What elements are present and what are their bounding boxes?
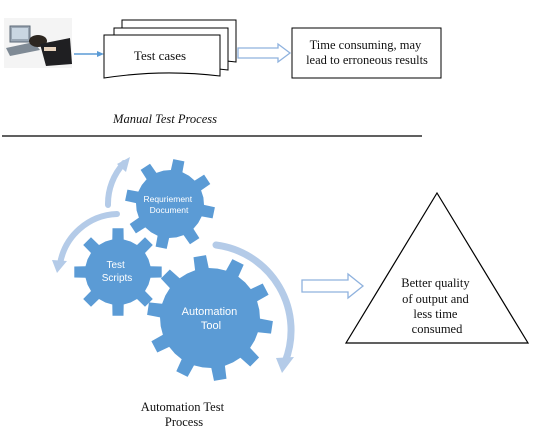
manual-caption: Manual Test Process <box>112 112 217 126</box>
automation-caption: Automation Test Process <box>141 400 227 429</box>
manual-result-text: Time consuming, may lead to erroneous re… <box>306 38 428 67</box>
requirement-document-gear <box>125 159 215 249</box>
gear-big-label: Automation Tool <box>182 306 241 332</box>
automation-tool-gear <box>147 255 273 381</box>
gear-left-label: Test Scripts <box>102 260 133 284</box>
automation-result-text: Better quality of output and less time c… <box>401 276 473 336</box>
sleeping-person-photo <box>4 18 72 68</box>
test-cases-documents <box>103 19 237 79</box>
test-scripts-gear <box>74 228 162 316</box>
result-triangle <box>344 191 530 344</box>
gear-top-label: Requriement Document <box>143 194 194 215</box>
manual-result-box <box>291 27 442 79</box>
hollow-arrow-icon <box>301 272 365 300</box>
blue-arrow-icon <box>74 51 104 57</box>
hollow-arrow-icon <box>237 42 292 64</box>
arc-arrowheads <box>52 157 294 373</box>
test-cases-label: Test cases <box>134 48 186 63</box>
